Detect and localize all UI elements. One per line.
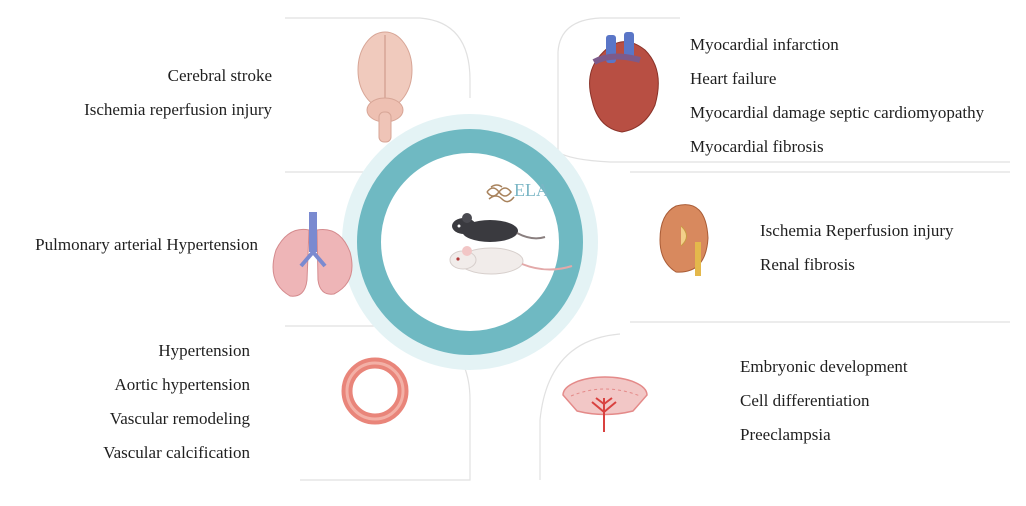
- center-title: ELA: [514, 180, 549, 200]
- heart-labels: Myocardial infarction Heart failure Myoc…: [690, 28, 984, 164]
- ela-squiggle-icon: [486, 184, 515, 203]
- lung-labels: Pulmonary arterial Hypertension: [35, 228, 258, 262]
- separator-heart-top: [557, 17, 680, 138]
- heart-item: Myocardial infarction: [690, 35, 839, 54]
- brain-labels: Cerebral stroke Ischemia reperfusion inj…: [84, 59, 272, 127]
- heart-item: Myocardial damage septic cardiomyopathy: [690, 103, 985, 122]
- heart-item: Heart failure: [690, 69, 777, 88]
- center-ring: [357, 129, 583, 355]
- heart-item: Myocardial fibrosis: [690, 137, 824, 156]
- brain-item: Cerebral stroke: [167, 66, 272, 85]
- kidney-labels: Ischemia Reperfusion injury Renal fibros…: [760, 214, 954, 282]
- white-mouse-icon: [449, 246, 573, 275]
- vessel-item: Vascular remodeling: [109, 409, 250, 428]
- vessel-item: Aortic hypertension: [114, 375, 251, 394]
- brain-icon: [357, 31, 413, 143]
- placenta-item: Cell differentiation: [740, 391, 870, 410]
- separator-placenta: [539, 333, 621, 480]
- lung-item: Pulmonary arterial Hypertension: [35, 235, 258, 254]
- placenta-labels: Embryonic development Cell differentiati…: [740, 350, 908, 452]
- vessel-labels: Hypertension Aortic hypertension Vascula…: [103, 334, 250, 470]
- vessel-item: Hypertension: [158, 341, 250, 360]
- placenta-icon: [562, 376, 648, 432]
- brain-item: Ischemia reperfusion injury: [84, 100, 272, 119]
- separator-brain: [285, 17, 471, 98]
- lung-icon: [272, 212, 353, 297]
- vessel-icon: [341, 357, 409, 425]
- kidney-item: Ischemia Reperfusion injury: [760, 221, 954, 240]
- kidney-item: Renal fibrosis: [760, 255, 855, 274]
- vessel-item: Vascular calcification: [103, 443, 250, 462]
- heart-icon: [589, 32, 659, 133]
- placenta-item: Preeclampsia: [740, 425, 831, 444]
- kidney-icon: [659, 204, 709, 276]
- placenta-item: Embryonic development: [740, 357, 908, 376]
- dark-mouse-icon: [452, 213, 546, 242]
